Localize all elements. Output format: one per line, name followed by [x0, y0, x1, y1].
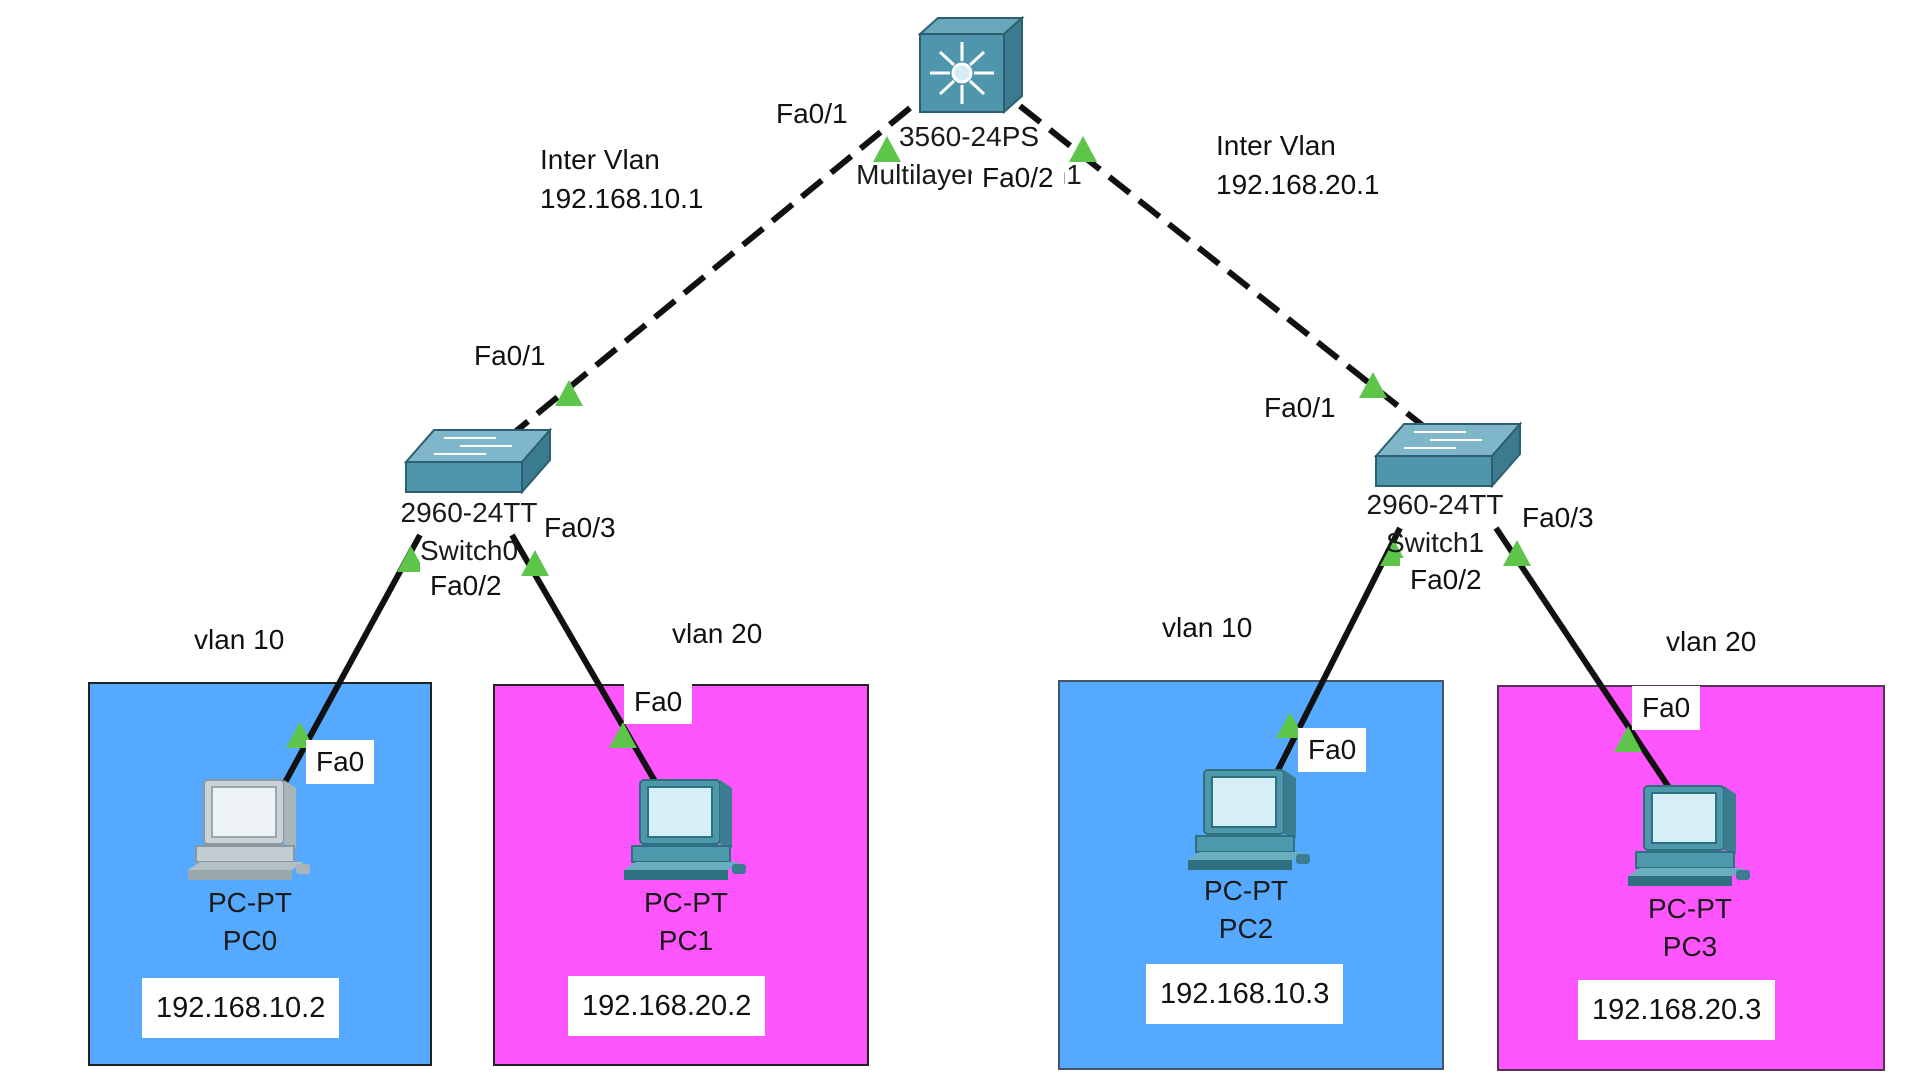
switch1-label: 2960-24TT Switch1	[1360, 486, 1510, 562]
vlan-zone-pc2	[1058, 680, 1444, 1070]
link-status-indicator	[1359, 372, 1387, 398]
pc1-name: PC1	[658, 925, 714, 956]
link-status-indicator	[1276, 712, 1304, 738]
inter-vlan-note-right: Inter Vlan 192.168.20.1	[1206, 122, 1390, 208]
trunk-link-left[interactable]	[513, 105, 912, 435]
switch1-model: 2960-24TT	[1366, 489, 1504, 520]
pc2[interactable]	[1186, 766, 1318, 874]
switch0-label: 2960-24TT Switch0	[394, 494, 544, 570]
pc3[interactable]	[1626, 782, 1758, 890]
pc2-label: PC-PT PC2	[1176, 872, 1316, 948]
inter-vlan-ip: 192.168.10.1	[540, 183, 704, 214]
switch1-port-fa0-3: Fa0/3	[1512, 496, 1604, 540]
pc3-model: PC-PT	[1648, 893, 1732, 924]
vlan-label-pc3: vlan 20	[1656, 618, 1767, 665]
switch0[interactable]	[403, 424, 553, 495]
pc2-port: Fa0	[1298, 728, 1367, 772]
pc0[interactable]	[186, 776, 318, 884]
vlan-label-pc1: vlan 20	[662, 610, 773, 657]
pc2-ip: 192.168.10.3	[1146, 964, 1344, 1024]
link-status-indicator	[521, 550, 549, 576]
link-switch1-pc2[interactable]	[1269, 526, 1403, 784]
inter-vlan-note-left: Inter Vlan 192.168.10.1	[530, 136, 714, 222]
pc1-model: PC-PT	[644, 887, 728, 918]
switch1[interactable]	[1373, 418, 1523, 489]
pc0-ip: 192.168.10.2	[142, 978, 340, 1038]
switch0-port-fa0-1: Fa0/1	[474, 340, 546, 371]
switch0-name: Switch0	[419, 535, 519, 566]
switch1-port-fa0-2: Fa0/2	[1400, 558, 1492, 602]
switch0-port-fa0-2: Fa0/2	[420, 564, 512, 608]
pc2-model: PC-PT	[1204, 875, 1288, 906]
link-status-indicator	[397, 546, 425, 572]
inter-vlan-title: Inter Vlan	[540, 144, 660, 175]
link-status-indicator	[1069, 136, 1097, 162]
switch-icon	[1373, 421, 1523, 489]
pc-icon	[624, 779, 746, 880]
pc3-label: PC-PT PC3	[1620, 890, 1760, 966]
pc3-ip: 192.168.20.3	[1578, 980, 1776, 1040]
switch0-model: 2960-24TT	[400, 497, 538, 528]
switch0-port-fa0-3: Fa0/3	[534, 506, 626, 550]
multilayer-switch-icon	[917, 15, 1025, 115]
multilayer-switch-model: 3560-24PS	[898, 121, 1040, 152]
pc1[interactable]	[622, 776, 754, 884]
link-status-indicator	[555, 380, 583, 406]
vlan-label-pc2: vlan 10	[1152, 604, 1263, 651]
pc0-label: PC-PT PC0	[180, 884, 320, 960]
pc3-port: Fa0	[1632, 686, 1701, 730]
vlan-label-pc0: vlan 10	[184, 616, 295, 663]
pc1-label: PC-PT PC1	[616, 884, 756, 960]
switch1-name: Switch1	[1385, 527, 1485, 558]
link-status-indicator	[1503, 540, 1531, 566]
pc3-name: PC3	[1662, 931, 1718, 962]
inter-vlan-ip: 192.168.20.1	[1216, 169, 1380, 200]
mls-port-fa0-2: Fa0/2	[972, 156, 1064, 200]
link-switch1-pc3[interactable]	[1493, 526, 1675, 794]
pc1-ip: 192.168.20.2	[568, 976, 766, 1036]
link-status-indicator	[1614, 726, 1642, 752]
link-status-indicator	[873, 136, 901, 162]
pc-icon	[1628, 785, 1750, 886]
pc0-model: PC-PT	[208, 887, 292, 918]
pc1-port: Fa0	[624, 680, 693, 724]
inter-vlan-title: Inter Vlan	[1216, 130, 1336, 161]
pc0-name: PC0	[222, 925, 278, 956]
pc-icon	[188, 779, 310, 880]
pc-icon	[1188, 769, 1310, 870]
pc2-name: PC2	[1218, 913, 1274, 944]
switch-icon	[403, 427, 553, 495]
switch1-port-fa0-1: Fa0/1	[1264, 392, 1336, 423]
link-status-indicator	[609, 722, 637, 748]
pc0-port: Fa0	[306, 740, 375, 784]
mls-port-fa0-1: Fa0/1	[776, 98, 848, 129]
multilayer-switch[interactable]	[917, 15, 1026, 115]
